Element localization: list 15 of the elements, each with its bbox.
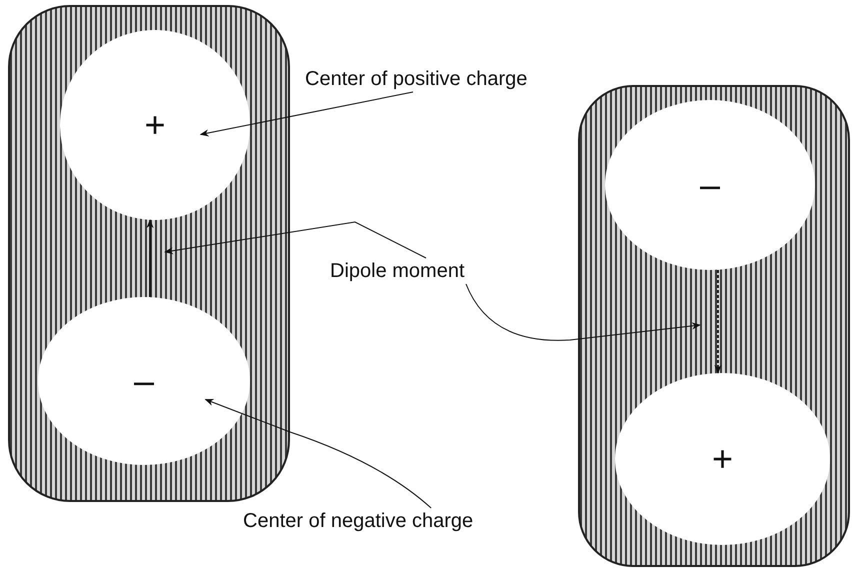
charge-sign: – (700, 167, 720, 203)
striped-capsule (8, 5, 290, 502)
dipole-arrow (714, 270, 722, 374)
callout-label: Center of positive charge (305, 66, 575, 92)
charge-sign: + (144, 107, 166, 143)
leader-line (466, 284, 701, 341)
striped-capsule (578, 85, 850, 567)
leader-line (204, 398, 432, 508)
charge-sign: – (134, 363, 154, 399)
callout-label: Dipole moment (330, 258, 490, 284)
leader-line (200, 92, 414, 136)
callout-label: Center of negative charge (243, 508, 573, 536)
leader-line (164, 221, 426, 258)
dipole-arrow (146, 219, 154, 297)
charge-sign: + (712, 441, 734, 477)
